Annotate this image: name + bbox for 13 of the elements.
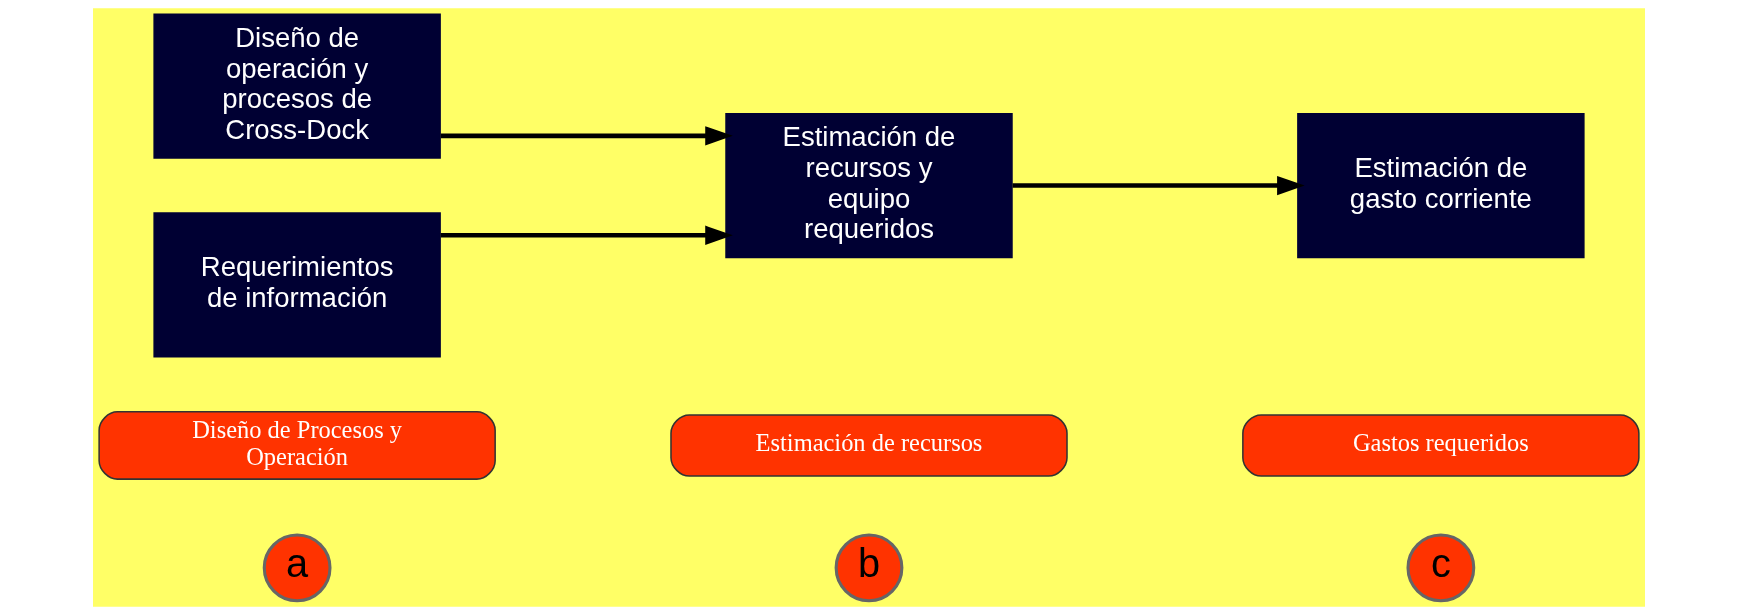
arrow: [440, 225, 733, 245]
arrow: [1012, 175, 1305, 196]
node-circle: a: [262, 533, 332, 603]
node-box: Diseño de operación y procesos de Cross-Dock: [153, 13, 441, 159]
node-box: Requerimientos de información: [153, 212, 441, 358]
node-box: Diseño de Procesos y Operación: [98, 411, 496, 480]
node-box: Estimación de gasto corriente: [1297, 112, 1585, 259]
node-circle: b: [834, 533, 904, 603]
node-box: Estimación de recursos y equipo requeridos: [725, 112, 1013, 259]
node-box: Estimación de recursos: [670, 414, 1068, 477]
node-box: Gastos requeridos: [1242, 414, 1640, 477]
arrow: [440, 126, 733, 146]
node-circle: c: [1406, 533, 1476, 603]
